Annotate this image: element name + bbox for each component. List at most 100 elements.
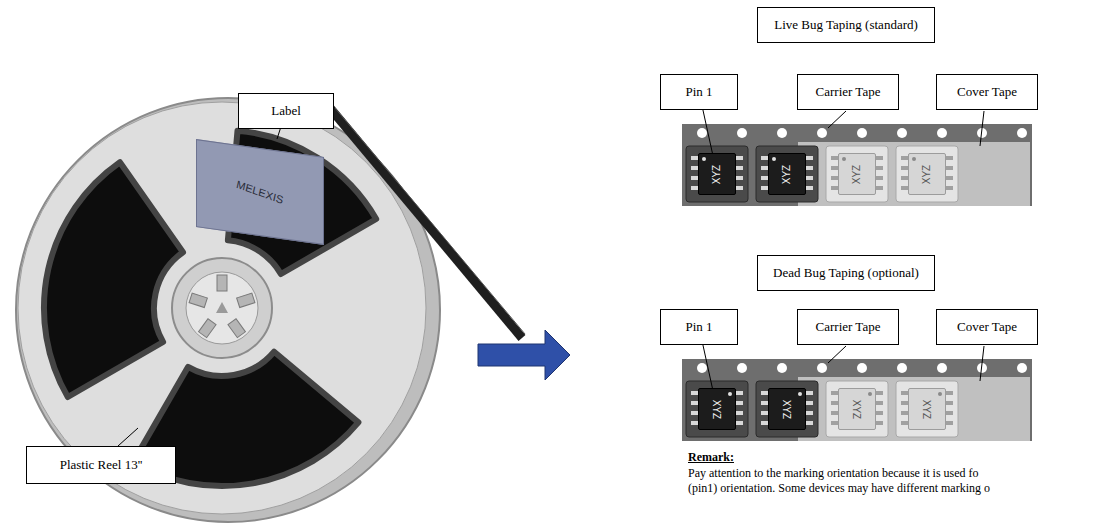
remark-text: (pin1) orientation. Some devices may hav… bbox=[688, 481, 1088, 496]
chip-pin bbox=[761, 186, 768, 190]
tape-pocket bbox=[896, 146, 958, 202]
chip-pin bbox=[946, 411, 953, 415]
leader-line bbox=[980, 346, 984, 381]
chip-marking: XYZ bbox=[781, 164, 792, 183]
callout-box: Pin 1 bbox=[660, 74, 738, 110]
carrier-tape bbox=[682, 359, 1032, 441]
chip-pin bbox=[876, 176, 883, 180]
tape-pocket bbox=[756, 381, 818, 437]
chip-pin bbox=[691, 401, 698, 405]
hub-spoke bbox=[237, 293, 255, 307]
reel-label: MELEXIS bbox=[196, 139, 324, 245]
tape-edge bbox=[335, 108, 525, 334]
callout-box: Live Bug Taping (standard) bbox=[757, 7, 935, 43]
chip-pin bbox=[806, 401, 813, 405]
chip-pin bbox=[691, 166, 698, 170]
chip-pin bbox=[806, 176, 813, 180]
chip-pin bbox=[736, 411, 743, 415]
pin1-dot bbox=[772, 157, 776, 161]
carrier-tapes bbox=[682, 124, 1032, 441]
chip-pin bbox=[806, 166, 813, 170]
reel-hub-inner bbox=[186, 272, 258, 344]
chip-pin bbox=[876, 411, 883, 415]
callout-box: Carrier Tape bbox=[797, 309, 899, 345]
sprocket-hole bbox=[897, 128, 907, 138]
chip-marking: XYZ bbox=[921, 399, 932, 418]
callout-box: Carrier Tape bbox=[797, 74, 899, 110]
chip-marking: XYZ bbox=[781, 399, 792, 418]
chip-pin bbox=[946, 186, 953, 190]
chip-pin bbox=[736, 421, 743, 425]
callout-text: Carrier Tape bbox=[816, 84, 881, 100]
callout-text: Dead Bug Taping (optional) bbox=[773, 265, 919, 281]
chip-pin bbox=[901, 156, 908, 160]
chip-pin bbox=[876, 166, 883, 170]
sprocket-hole bbox=[817, 363, 827, 373]
chip-pin bbox=[761, 166, 768, 170]
pin1-dot bbox=[798, 392, 802, 396]
callout-text: Cover Tape bbox=[957, 84, 1017, 100]
chip-pin bbox=[806, 156, 813, 160]
pin1-dot bbox=[702, 157, 706, 161]
callout-box: Cover Tape bbox=[936, 309, 1038, 345]
sprocket-hole bbox=[737, 363, 747, 373]
ic-chip: XYZ bbox=[908, 388, 946, 430]
chip-pin bbox=[831, 401, 838, 405]
chip-pin bbox=[736, 156, 743, 160]
chip-pin bbox=[736, 401, 743, 405]
chip-pin bbox=[736, 391, 743, 395]
callout-text: Pin 1 bbox=[685, 319, 712, 335]
callout-text: Label bbox=[271, 103, 301, 119]
tape-pocket bbox=[686, 146, 748, 202]
sprocket-hole bbox=[697, 128, 707, 138]
sprocket-hole bbox=[737, 128, 747, 138]
chip-pin bbox=[691, 186, 698, 190]
hub-mark bbox=[216, 302, 228, 313]
chip-marking: XYZ bbox=[851, 399, 862, 418]
chip-pin bbox=[901, 186, 908, 190]
callout-box: Pin 1 bbox=[660, 309, 738, 345]
hub-spoke bbox=[189, 293, 207, 307]
tape-pocket bbox=[756, 146, 818, 202]
chip-pin bbox=[831, 166, 838, 170]
tape-pocket bbox=[896, 381, 958, 437]
chip-pin bbox=[691, 156, 698, 160]
chip-pin bbox=[946, 391, 953, 395]
pin1-dot bbox=[868, 392, 872, 396]
hub-spokes bbox=[189, 275, 255, 338]
ic-chip: XYZ bbox=[768, 388, 806, 430]
chip-pin bbox=[761, 156, 768, 160]
sprocket-hole bbox=[777, 363, 787, 373]
chip-marking: XYZ bbox=[921, 164, 932, 183]
chip-pin bbox=[806, 411, 813, 415]
callout-text: Live Bug Taping (standard) bbox=[774, 17, 918, 33]
chip-pin bbox=[831, 421, 838, 425]
chip-pin bbox=[901, 166, 908, 170]
reel-cutout bbox=[44, 162, 183, 397]
leader-line bbox=[828, 111, 846, 128]
pin1-dot bbox=[938, 392, 942, 396]
chip-pin bbox=[736, 176, 743, 180]
chip-pin bbox=[691, 391, 698, 395]
brand-text: MELEXIS bbox=[235, 178, 284, 206]
chip-pin bbox=[901, 176, 908, 180]
sprocket-hole bbox=[697, 363, 707, 373]
chip-pin bbox=[806, 421, 813, 425]
chip-pin bbox=[876, 391, 883, 395]
remark-note: Remark:Pay attention to the marking orie… bbox=[688, 450, 1088, 496]
chip-pin bbox=[901, 401, 908, 405]
chip-pin bbox=[946, 176, 953, 180]
chip-pin bbox=[831, 411, 838, 415]
chip-pin bbox=[761, 421, 768, 425]
leader-line bbox=[980, 111, 984, 146]
ic-chip: XYZ bbox=[698, 388, 736, 430]
sprocket-hole bbox=[1017, 128, 1027, 138]
remark-text: Pay attention to the marking orientation… bbox=[688, 466, 1088, 481]
chip-pin bbox=[761, 411, 768, 415]
chip-pin bbox=[946, 156, 953, 160]
chip-pin bbox=[806, 391, 813, 395]
tape-pocket bbox=[826, 381, 888, 437]
sprocket-hole bbox=[857, 128, 867, 138]
pin1-dot bbox=[842, 157, 846, 161]
tape-pocket bbox=[826, 146, 888, 202]
